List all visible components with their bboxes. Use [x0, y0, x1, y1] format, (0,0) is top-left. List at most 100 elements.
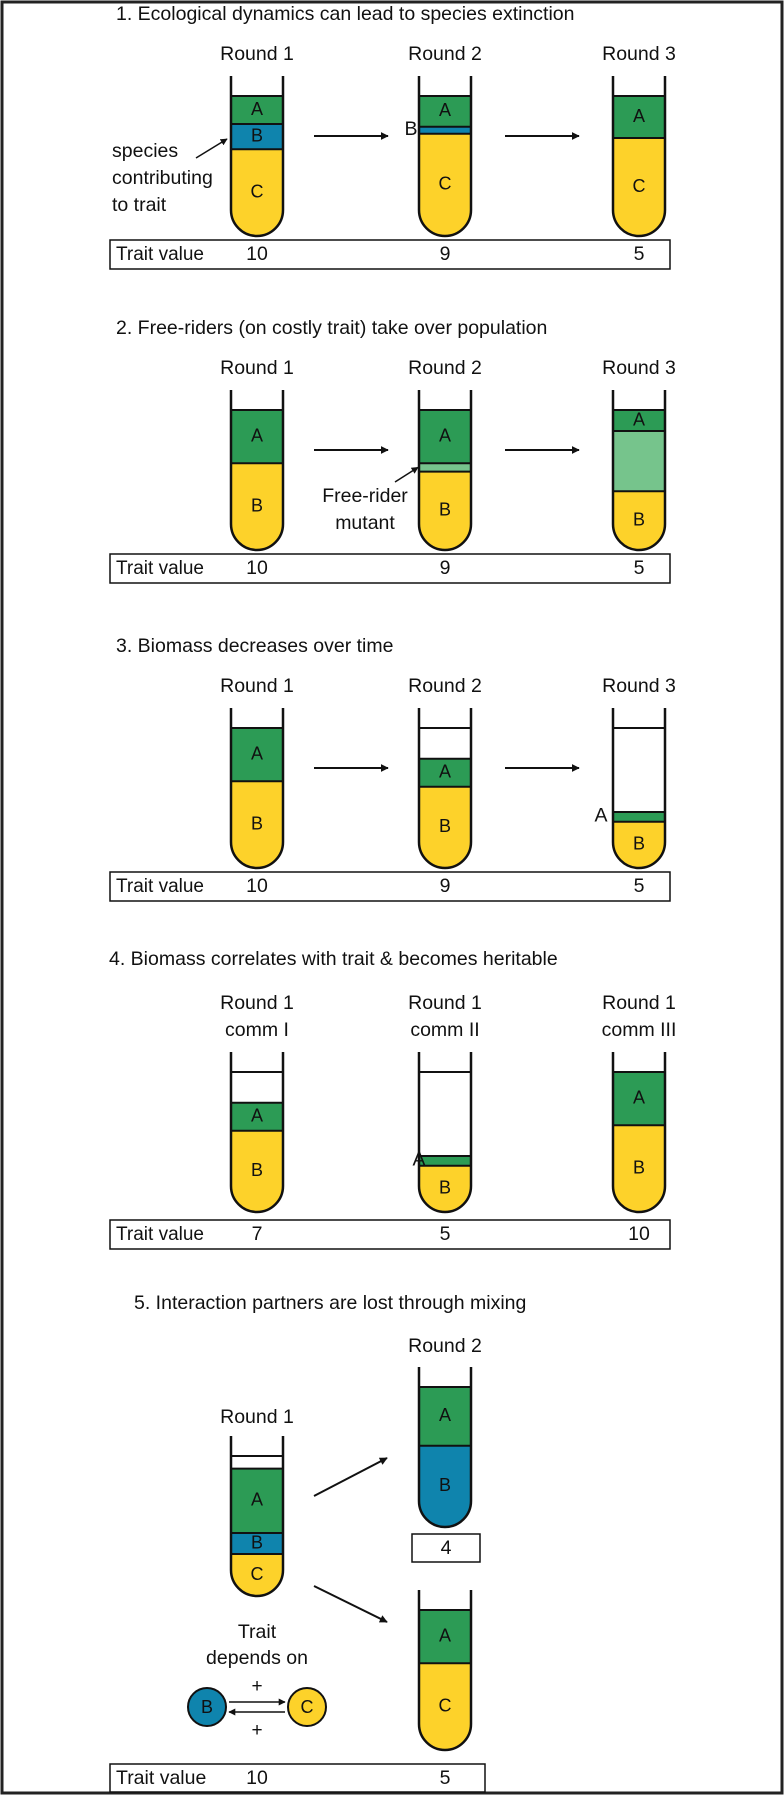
- panel-3-tube-2: AB: [417, 708, 473, 870]
- layer-label-a: A: [633, 106, 645, 126]
- panel-3-trait-value: 10: [246, 875, 268, 897]
- panel-5-trait-value: 5: [440, 1767, 451, 1789]
- panel-2-trait-value: 5: [634, 557, 645, 579]
- panel-2-trait-value: 10: [246, 557, 268, 579]
- layer-label-b: B: [251, 1160, 263, 1180]
- node-c-label: C: [301, 1697, 314, 1717]
- panel-1-title: 1. Ecological dynamics can lead to speci…: [116, 3, 575, 25]
- tube-outline: [417, 76, 473, 238]
- species-contributing-arrow: [195, 138, 228, 159]
- layer-label-b: B: [439, 1475, 451, 1495]
- layer-green: [613, 812, 665, 823]
- panel-4-round-label: comm I: [225, 1019, 289, 1041]
- panel-1-trait-box: [109, 239, 671, 270]
- plus-sign-bottom: +: [251, 1720, 262, 1741]
- layer-b: [613, 491, 665, 550]
- layer-label-a: A: [439, 762, 451, 782]
- panel-4-round-label: Round 1: [602, 992, 676, 1014]
- layer-a: [231, 410, 283, 465]
- layer-label-a: A: [251, 425, 263, 445]
- panel-2-tube-1: AB: [229, 390, 285, 552]
- panel-3-tube-1: AB: [229, 708, 285, 870]
- layer-label-a: A: [251, 1106, 263, 1126]
- layer-label-a: A: [439, 425, 451, 445]
- panel-2-round-label: Round 1: [220, 357, 294, 379]
- layer-label-a: A: [251, 99, 263, 119]
- layer-c: [419, 133, 471, 236]
- layer-b: [613, 1125, 665, 1212]
- tube-contents: [419, 96, 471, 236]
- panel-5-value-box: [411, 1533, 481, 1563]
- layer-label-c: C: [439, 1695, 452, 1715]
- panel-4-round-label: comm II: [410, 1019, 479, 1041]
- panel-3-trait-box: [109, 871, 671, 902]
- panel-1-trait-value: 5: [634, 243, 645, 265]
- trait-depends-label: Trait: [238, 1621, 277, 1643]
- tube-outline: [417, 390, 473, 552]
- panel-3-trait-label: Trait value: [116, 876, 204, 897]
- layer-label-c: C: [251, 181, 264, 201]
- layer-label-a: A: [439, 100, 451, 120]
- panel-3-trait-value: 9: [440, 875, 451, 897]
- panel-4-trait-box: [109, 1219, 671, 1250]
- panel-1-trait-label: Trait value: [116, 244, 204, 265]
- panel-5-trait-value: 10: [246, 1767, 268, 1789]
- panel-2-trait-label: Trait value: [116, 558, 204, 579]
- tube-contents: [231, 410, 283, 550]
- panel-3-round-label: Round 2: [408, 675, 482, 697]
- tube-outline: [229, 708, 285, 870]
- layer-b: [231, 463, 283, 550]
- panel-4-trait-label: Trait value: [116, 1224, 204, 1245]
- layer-a: [419, 758, 471, 788]
- layer-label-a: A: [633, 1087, 645, 1107]
- tube-contents: [419, 1610, 471, 1750]
- plus-sign-top: +: [251, 1676, 262, 1697]
- layer-label-c: C: [251, 1564, 264, 1584]
- layer-a: [231, 96, 283, 125]
- layer-b: [231, 1533, 283, 1555]
- layer-label-a: A: [251, 1490, 263, 1510]
- panel-2-tube-2: AB: [417, 390, 473, 552]
- node-b-label: B: [201, 1697, 213, 1717]
- layer-a: [613, 1072, 665, 1127]
- panel-1-round-label: Round 1: [220, 43, 294, 65]
- panel-4-round-label: comm III: [602, 1019, 677, 1041]
- layer-green: [419, 1156, 471, 1167]
- panel-5-trait-label: Trait value: [116, 1767, 206, 1789]
- tube-contents: [613, 96, 665, 236]
- panel-4-tube-2: B: [417, 1052, 473, 1214]
- layer-b: [419, 1445, 471, 1527]
- layer-c: [231, 149, 283, 236]
- layer-label-b: B: [633, 509, 645, 529]
- layer-b: [419, 471, 471, 550]
- layer-b: [231, 1130, 283, 1212]
- layer-a: [613, 96, 665, 139]
- panel-5-box-value: 4: [441, 1537, 452, 1559]
- panel-5-arrow-up: [313, 1457, 388, 1497]
- panel-2-title: 2. Free-riders (on costly trait) take ov…: [116, 317, 547, 339]
- tube-outline: [417, 708, 473, 870]
- panel-2-round-label: Round 3: [602, 357, 676, 379]
- tube-outline: [229, 76, 285, 238]
- layer-label-a: A: [251, 743, 263, 763]
- panel-3-side-label-a: A: [594, 804, 607, 826]
- panel-3-round-label: Round 3: [602, 675, 676, 697]
- tube-contents: [231, 1102, 283, 1212]
- tube-contents: [613, 1072, 665, 1212]
- layer-label-b: B: [251, 125, 263, 145]
- layer-label-a: A: [439, 1405, 451, 1425]
- tube-outline: [417, 1590, 473, 1752]
- panel-5-tube-round-2-bottom: AC: [417, 1590, 473, 1752]
- tube-contents: [419, 1387, 471, 1527]
- panel-5-tube-round-2-top: AB: [417, 1367, 473, 1529]
- tube-outline: [417, 1052, 473, 1214]
- panel-4-tube-3: AB: [611, 1052, 667, 1214]
- species-contributing-label: species: [112, 140, 178, 162]
- panel-5-tube-round-1: ABC: [229, 1436, 285, 1598]
- tube-outline: [417, 1367, 473, 1529]
- layer-label-b: B: [633, 834, 645, 854]
- free-rider-mutant-label: mutant: [335, 512, 395, 534]
- panel-3-tube-3: B: [611, 708, 667, 870]
- panel-2-trait-value: 9: [440, 557, 451, 579]
- node-c: [287, 1687, 327, 1727]
